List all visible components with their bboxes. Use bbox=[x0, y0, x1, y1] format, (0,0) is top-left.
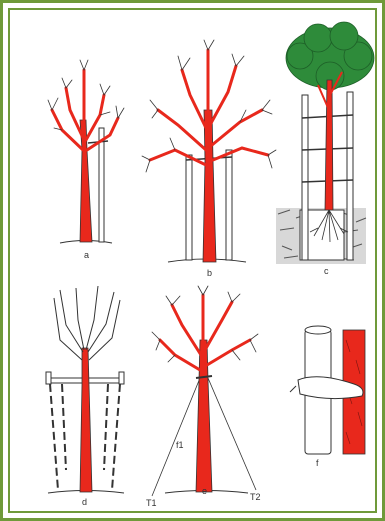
panel-d-trunk bbox=[80, 348, 92, 492]
panel-e-wire-right bbox=[208, 378, 256, 490]
panel-f-detail bbox=[290, 326, 365, 454]
panel-b-stake-left bbox=[186, 155, 192, 260]
panel-a-tree bbox=[48, 60, 124, 243]
panel-e-left-stake-label: T1 bbox=[146, 498, 157, 508]
panel-e-wire-left bbox=[152, 378, 200, 496]
panel-d-label: d bbox=[82, 497, 87, 507]
panel-e-right-stake-label: T2 bbox=[250, 492, 261, 502]
panel-c-stake-left bbox=[302, 95, 308, 260]
panel-c-label: c bbox=[324, 266, 329, 276]
panel-f-label: f bbox=[316, 458, 319, 468]
panel-d-stake-left bbox=[50, 384, 58, 490]
panel-e-label: e bbox=[202, 486, 207, 496]
panel-e-wire-label: f1 bbox=[176, 440, 184, 450]
panel-b-label: b bbox=[207, 268, 212, 278]
panel-d-stake-right bbox=[112, 384, 120, 490]
panel-c-trunk bbox=[325, 80, 333, 210]
panel-b-stake-right bbox=[226, 150, 232, 260]
panel-a-stake bbox=[99, 128, 104, 242]
panel-b-tree bbox=[142, 40, 276, 262]
panel-d-tree bbox=[46, 286, 124, 493]
panel-a-label: a bbox=[84, 250, 89, 260]
panel-b-trunk bbox=[203, 110, 216, 262]
panel-e-tree bbox=[152, 286, 258, 496]
panel-c-stake-right bbox=[347, 92, 353, 260]
panel-c-tree bbox=[276, 22, 374, 264]
